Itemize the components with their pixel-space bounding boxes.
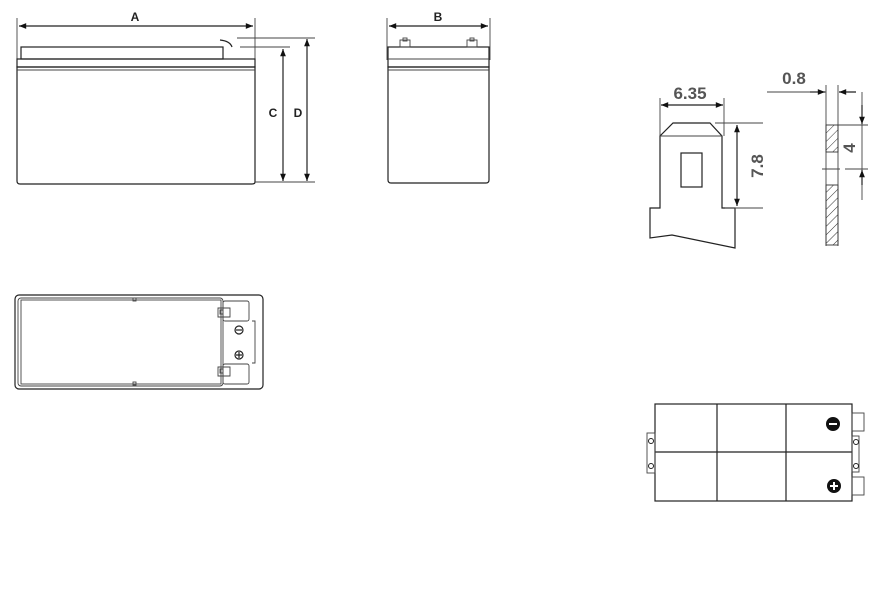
side-view: B [386,10,491,184]
terminal-width-label: 6.35 [673,84,706,103]
hole-label: 4 [840,143,859,153]
terminal-detail: 6.35 7.8 0.8 4 [649,69,868,249]
dimension-b-label: B [434,10,443,24]
terminal-tab [219,39,233,48]
dimension-c-label: C [269,106,278,120]
dimension-a-label: A [131,10,140,24]
dimension-d-label: D [294,106,303,120]
front-view: A C D [16,10,315,185]
thickness-label: 0.8 [782,69,806,88]
top-view [14,294,264,390]
cell-layout-view [646,403,865,502]
terminal-height-label: 7.8 [748,154,767,178]
